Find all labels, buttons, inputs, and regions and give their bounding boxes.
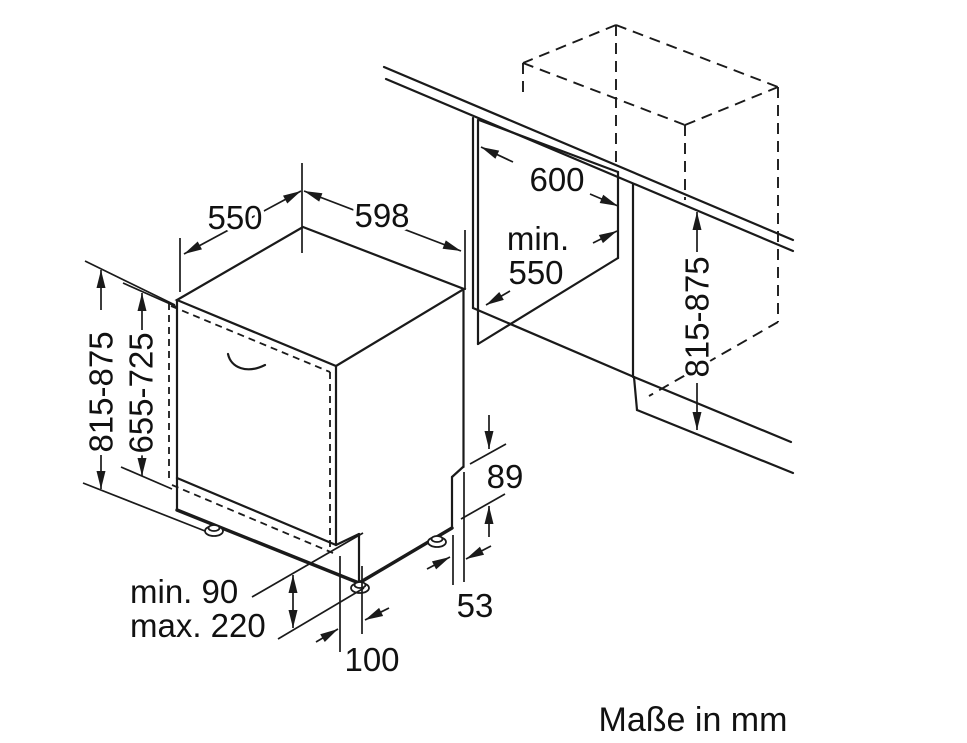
niche-plinth bbox=[632, 375, 795, 475]
dim-top-depth: 550 bbox=[179, 163, 303, 292]
appliance-outline bbox=[174, 225, 467, 585]
foot-offset-label: 100 bbox=[344, 641, 399, 678]
dim-niche-width: 600 bbox=[480, 146, 619, 207]
dim-niche-height: 815-875 bbox=[675, 212, 719, 430]
appliance-height-label: 815-875 bbox=[83, 331, 120, 452]
rear-cutout-depth-label: 53 bbox=[457, 587, 494, 624]
top-width-label: 598 bbox=[354, 197, 409, 234]
furniture-door-height-label: 655-725 bbox=[123, 332, 160, 453]
furniture-panel-dashed bbox=[168, 303, 334, 554]
niche-width-label: 600 bbox=[529, 161, 584, 198]
door-handle bbox=[226, 352, 267, 371]
niche-depth-label-min: min. bbox=[507, 220, 569, 257]
top-depth-label: 550 bbox=[207, 199, 262, 236]
dim-foot-offset: 100 bbox=[315, 556, 403, 682]
niche-depth-label-value: 550 bbox=[508, 254, 563, 291]
plinth-clearance-max-label: max. 220 bbox=[130, 607, 266, 644]
niche-height-label: 815-875 bbox=[679, 256, 716, 377]
units-note: Maße in mm bbox=[599, 701, 788, 739]
dimension-annotations: 550 598 600 min. 550 815-875 bbox=[79, 146, 719, 682]
dim-rear-cutout-depth: 53 bbox=[426, 472, 497, 628]
dim-furniture-door-height: 655-725 bbox=[119, 282, 178, 490]
worktop bbox=[382, 65, 795, 253]
plinth-clearance-min-label: min. 90 bbox=[130, 573, 238, 610]
dim-rear-cutout-height: 89 bbox=[460, 415, 527, 537]
dim-plinth-clearance: min. 90 max. 220 bbox=[127, 532, 365, 648]
niche-dashed-volume bbox=[522, 24, 779, 397]
niche-side-panel bbox=[471, 116, 636, 379]
dim-appliance-height: 815-875 bbox=[79, 260, 206, 532]
rear-cutout-height-label: 89 bbox=[487, 458, 524, 495]
dim-top-width: 598 bbox=[303, 190, 466, 290]
dim-niche-depth: min. 550 bbox=[485, 217, 618, 306]
